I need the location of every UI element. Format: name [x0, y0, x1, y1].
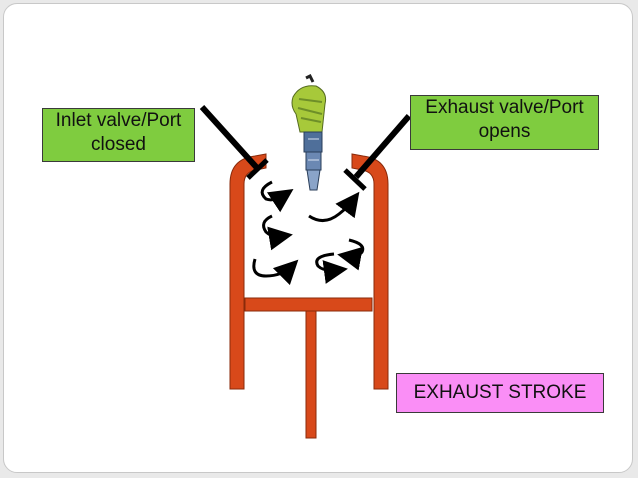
inlet-label-line-2: closed — [91, 134, 146, 155]
swirl-arrow-icon — [308, 191, 360, 222]
inlet-label-line-1: Inlet valve/Port — [55, 110, 182, 131]
cylinder-wall-right — [351, 153, 389, 390]
swirl-arrow-icon — [260, 180, 294, 213]
stroke-name-label: EXHAUST STROKE — [396, 373, 604, 413]
piston-head — [244, 297, 373, 312]
swirl-arrow-icon — [252, 258, 299, 286]
swirl-arrow-icon — [262, 214, 293, 251]
gas-flow-arrows — [252, 180, 365, 286]
stroke-name-text: EXHAUST STROKE — [413, 382, 587, 403]
engine-cylinder-diagram — [199, 73, 412, 439]
swirl-arrow-icon — [337, 238, 365, 271]
exhaust-label-line-1: Exhaust valve/Port — [425, 97, 584, 118]
connecting-rod — [305, 310, 317, 439]
exhaust-valve-label: Exhaust valve/Port opens — [410, 95, 599, 150]
exhaust-label-line-2: opens — [478, 121, 531, 142]
inlet-valve — [199, 104, 269, 180]
fuel-injector-icon — [291, 73, 327, 191]
cylinder-wall-left — [229, 153, 267, 390]
slide: Inlet valve/Port closed Exhaust valve/Po… — [3, 3, 633, 473]
inlet-valve-label: Inlet valve/Port closed — [42, 108, 195, 162]
swirl-arrow-icon — [315, 252, 348, 284]
exhaust-valve — [343, 114, 412, 191]
